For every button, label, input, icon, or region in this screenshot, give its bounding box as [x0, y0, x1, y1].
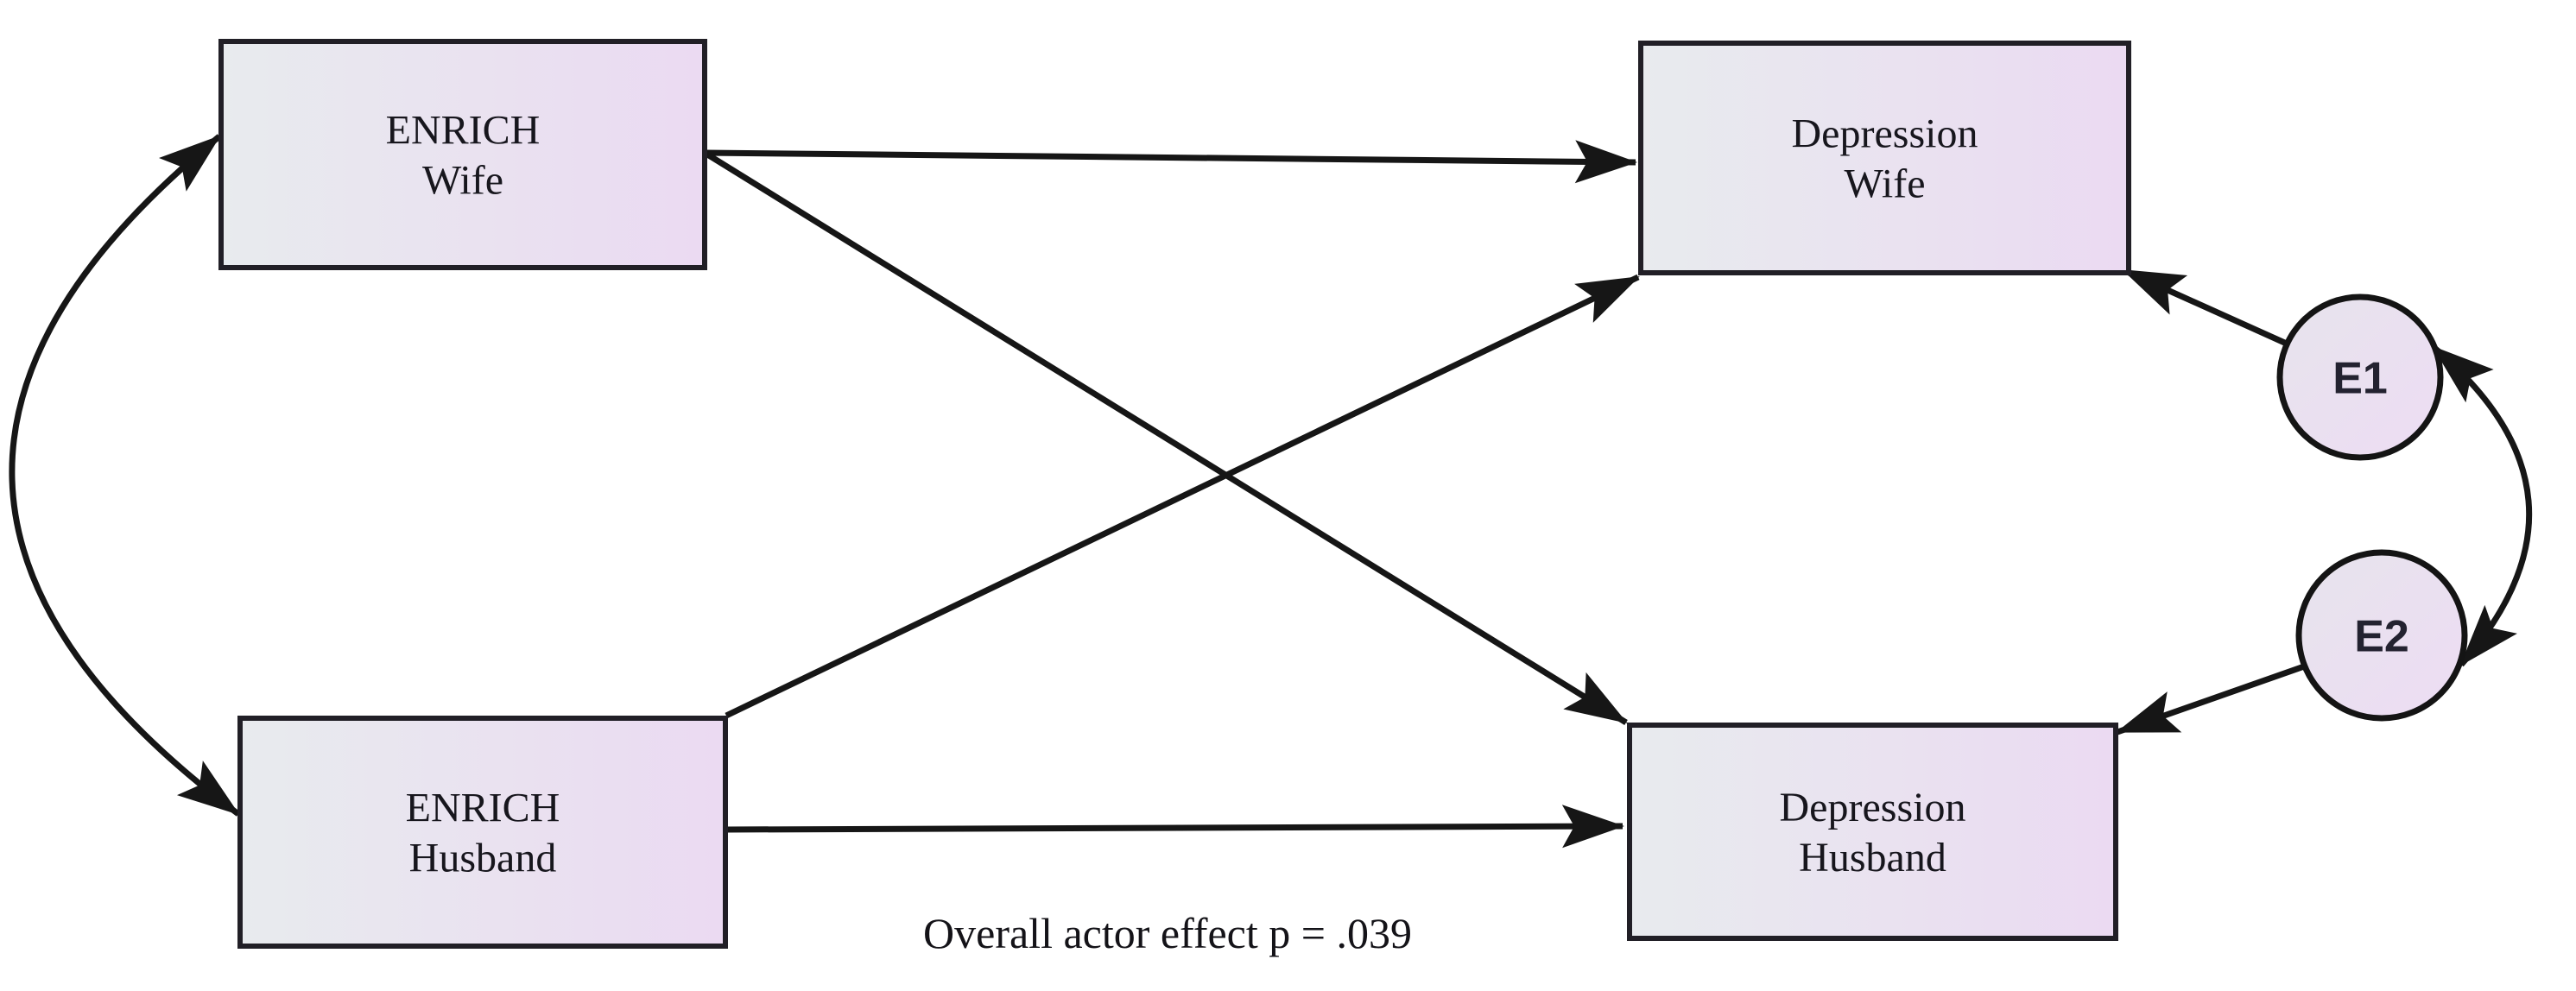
depression-husband-label-line2: Husband [1799, 835, 1946, 881]
edge-partner-husband-to-wife [725, 274, 1640, 719]
edge-actor-effect-wife [704, 140, 1637, 184]
enrich-husband-label-line1: ENRICH [406, 785, 560, 830]
e2-circle [2295, 549, 2468, 722]
e1-circle [2276, 294, 2444, 461]
enrich-husband-box [237, 716, 728, 949]
depression-wife-box [1638, 41, 2131, 275]
depression-husband-box [1627, 723, 2118, 941]
depression-wife-label-line1: Depression [1792, 110, 1978, 156]
nodes-layer: ENRICHWifeENRICHHusbandDepressionWifeDep… [218, 39, 2468, 949]
edge-e2-to-depression-husband [2116, 663, 2306, 735]
e2-label: E2 [2354, 612, 2409, 662]
node-e1: E1 [2276, 294, 2444, 461]
edges-layer [9, 134, 2533, 849]
edge-partner-wife-to-husband [703, 150, 1628, 725]
depression-wife-label-line2: Wife [1844, 161, 1925, 206]
edge-e1-to-depression-wife [2122, 267, 2290, 348]
edge-covariance-enrich-spouses [9, 134, 241, 817]
edge-actor-effect-husband [725, 805, 1624, 849]
overall-actor-effect-caption: Overall actor effect p = .039 [923, 909, 1412, 957]
node-enrich-husband: ENRICH Husband [237, 716, 728, 949]
e1-label: E1 [2332, 354, 2388, 404]
enrich-husband-label-line2: Husband [409, 835, 557, 881]
enrich-wife-label-line2: Wife [422, 157, 503, 203]
enrich-wife-label-line1: ENRICH [386, 107, 541, 153]
depression-husband-label-line1: Depression [1780, 785, 1966, 830]
node-e2: E2 [2295, 549, 2468, 722]
edge-covariance-error-terms [2431, 344, 2533, 667]
enrich-wife-box [218, 39, 707, 270]
